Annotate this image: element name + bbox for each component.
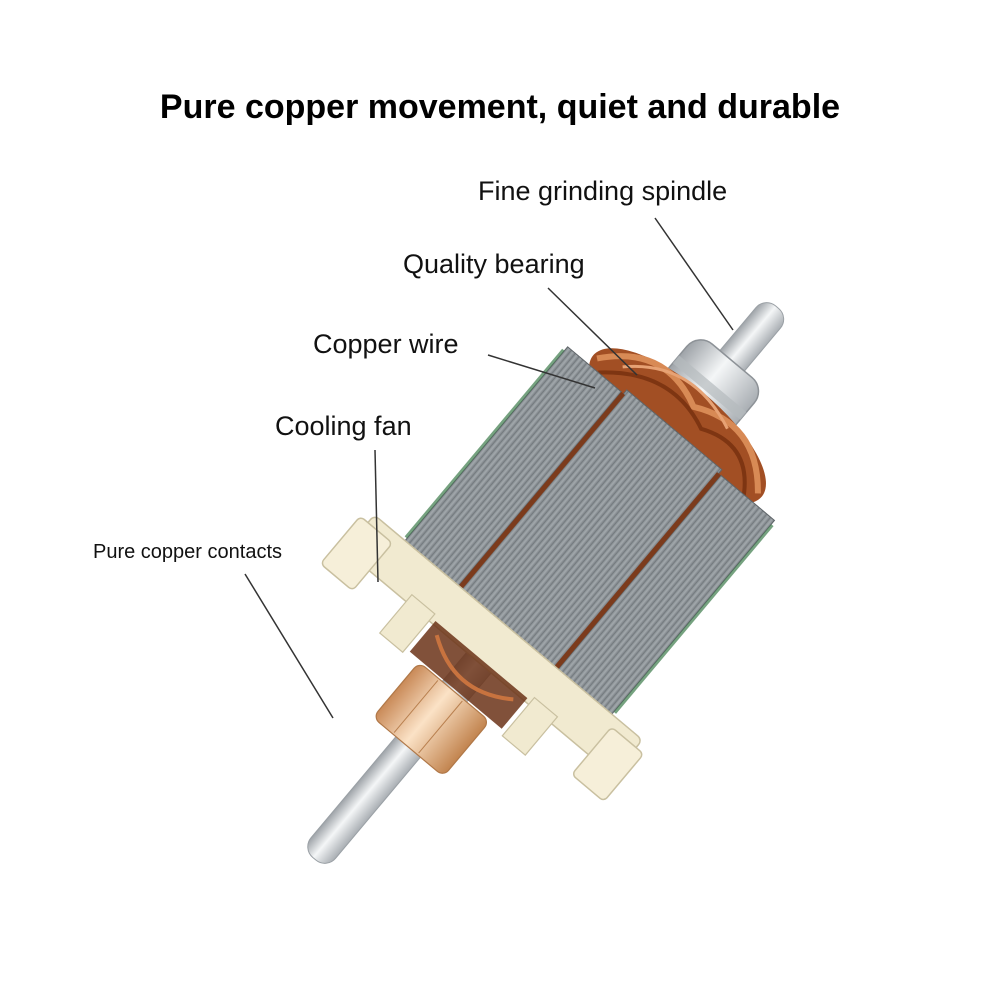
leader-spindle bbox=[654, 217, 734, 331]
leader-cooling-fan bbox=[374, 449, 379, 583]
commutator bbox=[375, 664, 488, 774]
label-spindle: Fine grinding spindle bbox=[478, 176, 728, 206]
label-bearing: Quality bearing bbox=[403, 249, 585, 279]
label-contacts: Pure copper contacts bbox=[93, 541, 282, 563]
page-title: Pure copper movement, quiet and durable bbox=[159, 88, 841, 126]
label-copper-wire: Copper wire bbox=[313, 329, 459, 359]
copper-winding bbox=[589, 348, 766, 504]
leader-copper-wire bbox=[487, 354, 596, 389]
armature-group bbox=[307, 302, 785, 864]
leader-bearing bbox=[547, 287, 638, 376]
label-cooling-fan: Cooling fan bbox=[275, 411, 412, 441]
leader-contacts bbox=[244, 573, 334, 719]
